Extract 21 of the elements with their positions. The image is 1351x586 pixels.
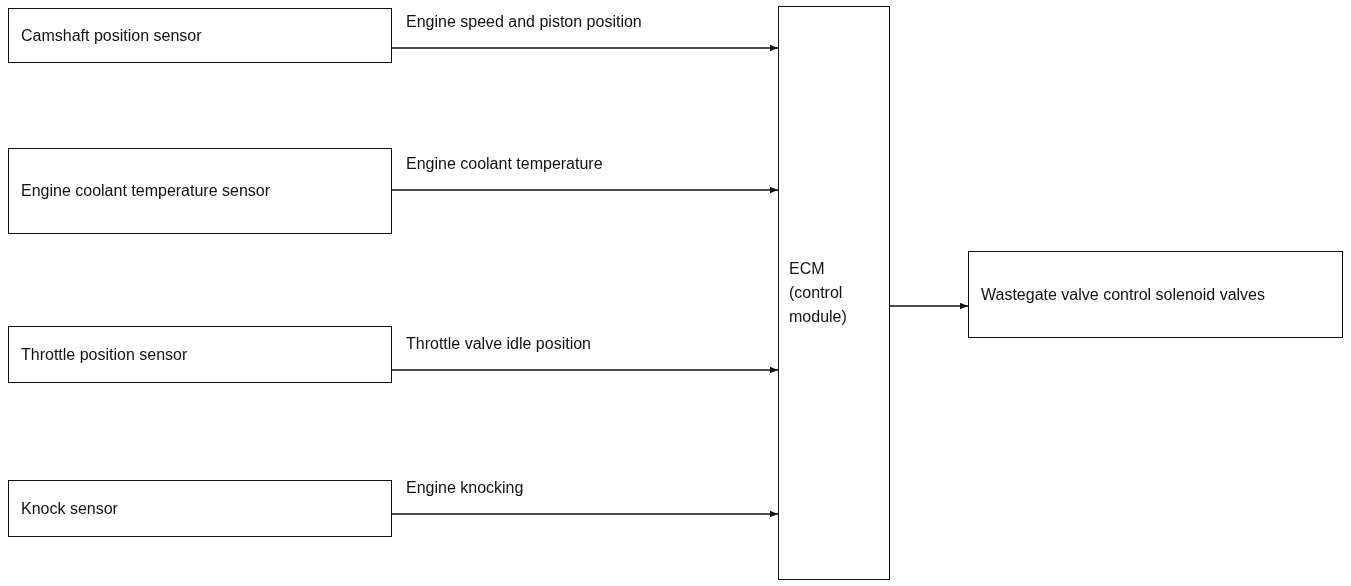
arrow [889,302,969,310]
block-label: Wastegate valve control solenoid valves [981,284,1265,305]
arrow [391,510,779,518]
edge-label: Engine knocking [406,478,524,498]
block-label: ECM (control module) [789,259,848,327]
block-box [8,148,392,234]
block-box [8,480,392,537]
edge-label: Engine coolant temperature [406,154,603,174]
edge-label: Engine speed and piston position [406,12,642,32]
block-box [8,8,392,63]
arrow [391,366,779,374]
arrow [391,186,779,194]
block-label: Engine coolant temperature sensor [21,181,271,201]
control-module-box [778,6,890,580]
block-box [8,326,392,383]
block-label: Throttle position sensor [21,344,188,365]
arrow [391,44,779,52]
edge-label: Throttle valve idle position [406,334,591,354]
block-box [968,251,1343,338]
block-label: Camshaft position sensor [21,25,202,46]
block-label: Knock sensor [21,498,118,519]
